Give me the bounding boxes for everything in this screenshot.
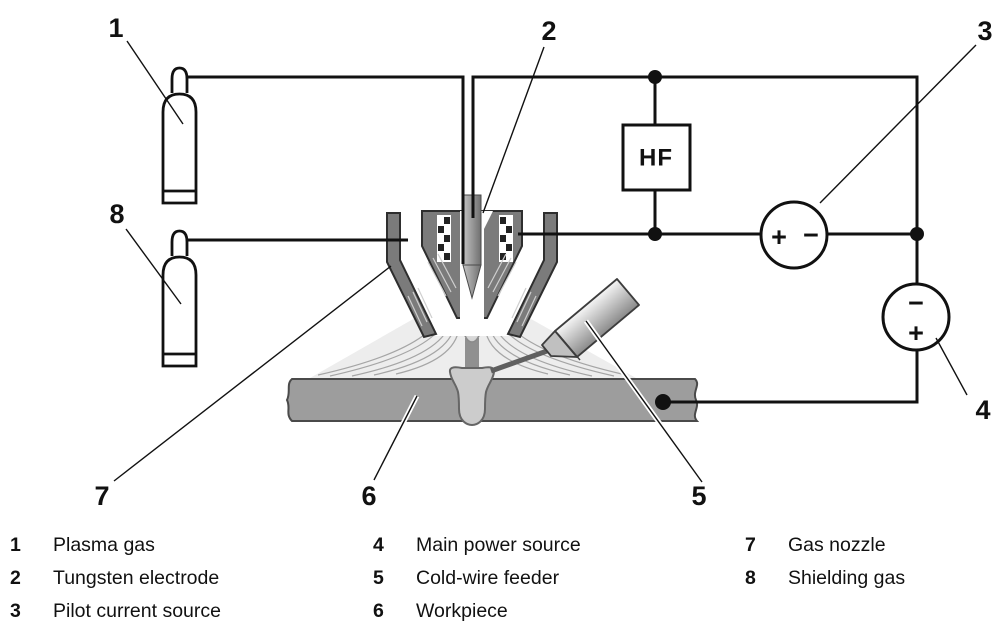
plasma-gas-line <box>187 75 465 264</box>
workpiece <box>285 378 700 422</box>
pilot-plus-sign: + <box>771 222 787 252</box>
callout-4: 4 <box>975 395 990 425</box>
legend-num-6: 6 <box>373 600 384 622</box>
torch-hatching <box>407 253 537 327</box>
legend-label-6: Workpiece <box>416 600 508 622</box>
leader-8 <box>125 228 182 305</box>
legend-label-1: Plasma gas <box>53 534 155 556</box>
leader-3 <box>819 44 977 204</box>
legend-column-2: 4 Main power source 5 Cold-wire feeder 6… <box>373 529 581 628</box>
legend-label-4: Main power source <box>416 534 581 556</box>
legend-label-3: Pilot current source <box>53 600 221 622</box>
gas-nozzle-left-wall <box>386 212 438 339</box>
leader-1 <box>126 40 184 125</box>
electrode-power-line <box>471 75 919 284</box>
legend-label-5: Cold-wire feeder <box>416 567 560 589</box>
plasma-column <box>465 338 479 374</box>
callout-3: 3 <box>977 16 992 46</box>
junction-dots <box>648 70 924 410</box>
callout-numbers: 1 2 3 4 5 6 7 8 <box>94 13 992 511</box>
filler-wire <box>490 348 548 374</box>
legend-column-3: 7 Gas nozzle 8 Shielding gas <box>745 529 905 595</box>
legend-item-cold-wire-feeder: 5 Cold-wire feeder <box>373 562 581 595</box>
welding-torch <box>386 194 558 339</box>
legend-num-8: 8 <box>745 567 756 589</box>
legend: 1 Plasma gas 2 Tungsten electrode 3 Pilo… <box>0 529 1006 628</box>
circuit-lines <box>187 75 919 404</box>
legend-item-tungsten-electrode: 2 Tungsten electrode <box>10 562 221 595</box>
legend-item-workpiece: 6 Workpiece <box>373 595 581 628</box>
main-minus-sign: − <box>908 288 924 318</box>
callout-1: 1 <box>108 13 123 43</box>
legend-num-3: 3 <box>10 600 21 622</box>
torch-slot-left <box>437 215 451 262</box>
leader-4 <box>935 337 968 396</box>
torch-notch <box>484 211 493 229</box>
gas-cylinder-plasma <box>161 66 198 205</box>
callout-6: 6 <box>361 481 376 511</box>
legend-label-8: Shielding gas <box>788 567 906 589</box>
leader-6 <box>373 395 418 481</box>
callout-8: 8 <box>109 199 124 229</box>
callout-7: 7 <box>94 481 109 511</box>
pilot-minus-sign: − <box>803 220 819 250</box>
legend-item-shielding-gas: 8 Shielding gas <box>745 562 905 595</box>
leader-lines <box>113 40 977 484</box>
legend-num-2: 2 <box>10 567 21 589</box>
legend-item-plasma-gas: 1 Plasma gas <box>10 529 221 562</box>
legend-item-gas-nozzle: 7 Gas nozzle <box>745 529 905 562</box>
weld-pool <box>448 366 496 427</box>
leader-2 <box>482 46 545 214</box>
legend-num-1: 1 <box>10 534 21 556</box>
legend-label-7: Gas nozzle <box>788 534 886 556</box>
leader-7 <box>113 265 392 482</box>
torch-slot-right <box>499 215 513 262</box>
main-plus-sign: + <box>908 318 924 348</box>
pilot-current-source: + − <box>759 200 829 270</box>
legend-num-7: 7 <box>745 534 756 556</box>
hf-label: HF <box>639 145 673 172</box>
main-power-source: − + <box>881 282 951 352</box>
legend-label-2: Tungsten electrode <box>53 567 220 589</box>
legend-num-4: 4 <box>373 534 384 556</box>
workpiece-return-line <box>663 350 919 404</box>
leader-5 <box>585 320 703 483</box>
legend-item-pilot-current-source: 3 Pilot current source <box>10 595 221 628</box>
callout-5: 5 <box>691 481 706 511</box>
gas-nozzle-right-wall <box>506 212 558 339</box>
legend-column-1: 1 Plasma gas 2 Tungsten electrode 3 Pilo… <box>10 529 221 628</box>
hf-generator: HF <box>621 123 692 192</box>
callout-2: 2 <box>541 16 556 46</box>
gas-cylinder-shielding <box>161 229 198 368</box>
legend-num-5: 5 <box>373 567 384 589</box>
legend-item-main-power-source: 4 Main power source <box>373 529 581 562</box>
cold-wire-feeder <box>490 278 640 374</box>
